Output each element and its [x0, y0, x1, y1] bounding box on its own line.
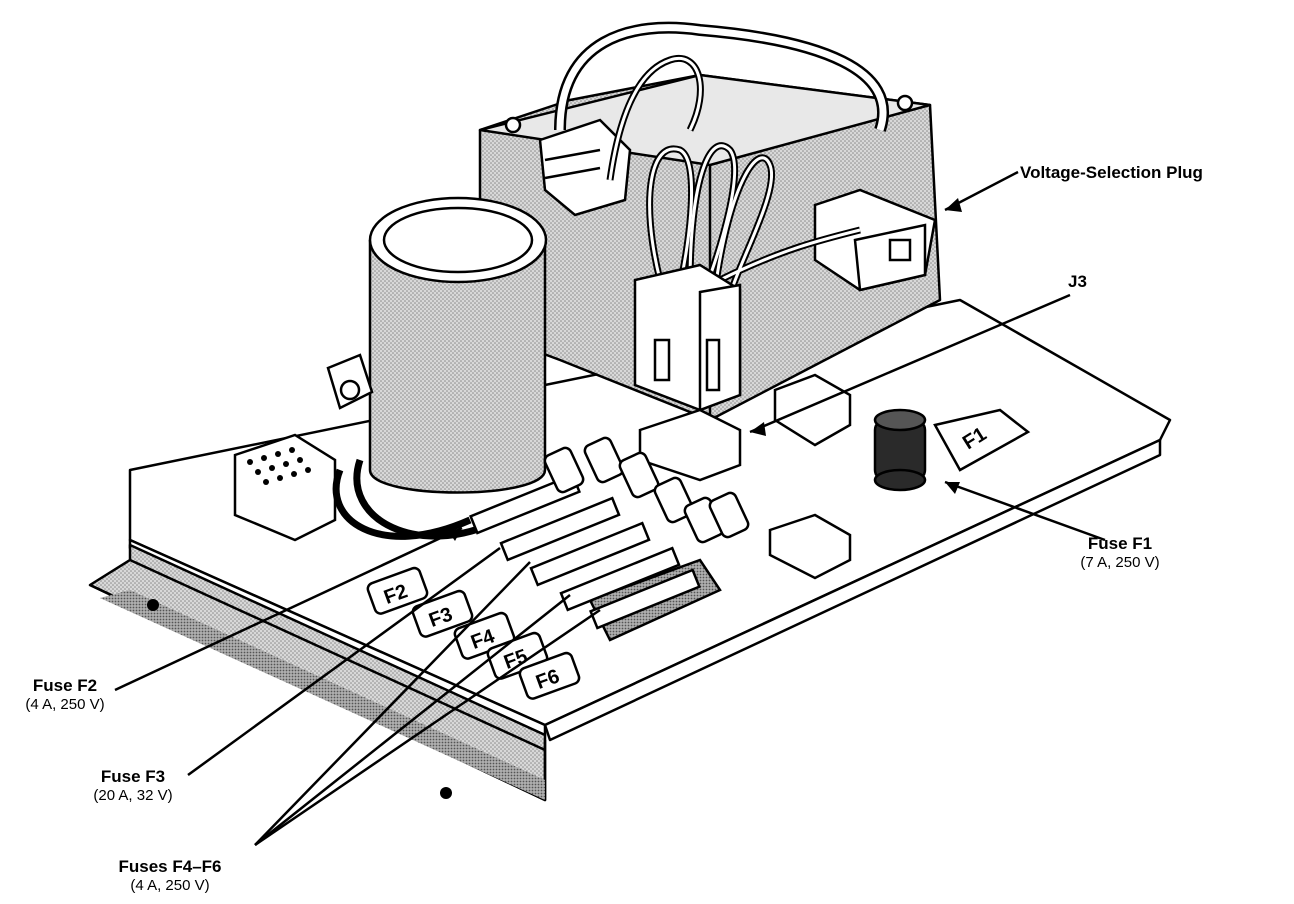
fuse-f1-title: Fuse F1 [1087, 534, 1153, 553]
fuse-f1-rating: (7 A, 250 V) [1080, 553, 1160, 571]
fuse-f3-label: Fuse F3 (20 A, 32 V) [68, 767, 198, 804]
fuses-f4-f6-rating: (4 A, 250 V) [130, 876, 210, 894]
board-connectors [638, 373, 852, 580]
leader-arrowheads [448, 198, 962, 541]
fuse-bank [332, 436, 750, 642]
secondary-connector [538, 118, 632, 217]
mount-hole-bottom [440, 787, 452, 799]
voltage-selection-plug [813, 188, 937, 292]
f1-board-tag: F1 [933, 408, 1031, 472]
fuse-f1-label: Fuse F1 (7 A, 250 V) [1065, 534, 1175, 571]
voltage-selection-plug-label: Voltage-Selection Plug [1020, 163, 1203, 183]
fuse-f2-title: Fuse F2 [32, 676, 98, 695]
fuse-f2-rating: (4 A, 250 V) [25, 695, 105, 713]
fuse-f1-holder [873, 408, 927, 492]
fuse-f3-title: Fuse F3 [100, 767, 166, 786]
chassis-base [88, 298, 1172, 802]
fuses-f4-f6-title: Fuses F4–F6 [118, 857, 222, 876]
voltage-plug-title: Voltage-Selection Plug [1020, 163, 1203, 182]
j3-title: J3 [1068, 272, 1087, 291]
filter-capacitor [368, 196, 548, 494]
leader-lines [114, 170, 1106, 847]
fuse-f2-label: Fuse F2 (4 A, 250 V) [0, 676, 130, 713]
mount-hole-left [147, 599, 159, 611]
j3-label: J3 [1068, 272, 1087, 292]
multi-pin-connector [233, 433, 337, 542]
j3-connector [633, 263, 742, 412]
trim-potentiometer [326, 353, 374, 410]
fuse-f3-rating: (20 A, 32 V) [93, 786, 173, 804]
fuses-f4-f6-label: Fuses F4–F6 (4 A, 250 V) [100, 857, 240, 894]
